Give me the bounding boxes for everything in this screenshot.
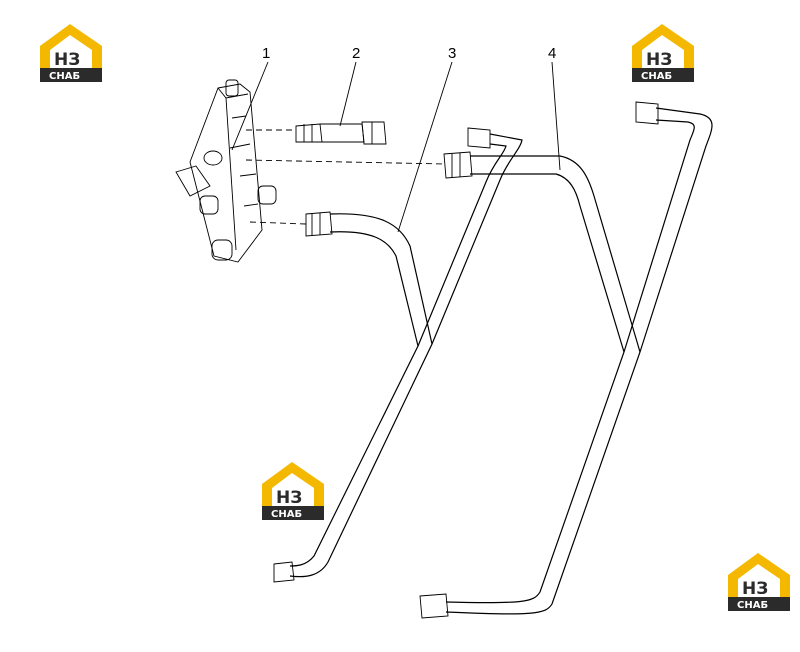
part-1-block	[175, 79, 277, 263]
logo-watermark-top-left: НЗ СНАБ	[40, 24, 102, 82]
part-4-tube	[419, 101, 713, 619]
alignment-lines	[245, 129, 447, 225]
callout-4: 4	[548, 45, 556, 62]
svg-text:СНАБ: СНАБ	[737, 600, 768, 611]
svg-text:СНАБ: СНАБ	[641, 71, 672, 82]
svg-text:СНАБ: СНАБ	[49, 71, 80, 82]
logo-watermark-bottom-right: НЗ СНАБ	[728, 553, 790, 611]
svg-text:НЗ: НЗ	[646, 50, 672, 70]
callout-1: 1	[262, 45, 270, 62]
svg-text:СНАБ: СНАБ	[271, 509, 302, 520]
svg-text:НЗ: НЗ	[276, 488, 302, 508]
callout-3: 3	[448, 45, 456, 62]
svg-text:НЗ: НЗ	[742, 579, 768, 599]
leader-lines	[231, 61, 561, 233]
callout-2: 2	[352, 45, 360, 62]
logo-watermark-middle: НЗ СНАБ	[262, 462, 324, 520]
part-2-fitting	[295, 121, 387, 145]
logo-watermark-top-right: НЗ СНАБ	[632, 24, 694, 82]
svg-text:НЗ: НЗ	[54, 50, 80, 70]
